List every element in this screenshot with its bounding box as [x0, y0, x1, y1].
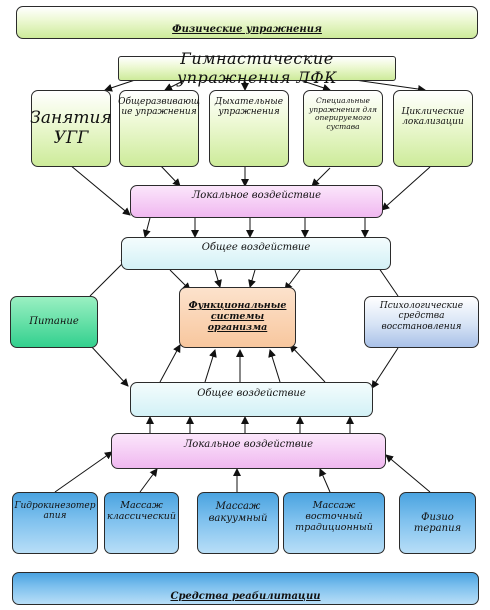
lfk-header: Гимнастические упражнения ЛФК [118, 49, 396, 86]
rehab-box-oriental-massage: Массаж восточный традиционный [283, 492, 385, 554]
local-impact-top: Локальное воздействие [130, 185, 383, 218]
psychological-box: Психологические средства восстановления [364, 296, 479, 348]
bottom-banner-label: Средства реабилитации [170, 590, 321, 602]
rehab-box-classic-massage-label: Массаж классический [107, 500, 176, 522]
local-impact-top-label: Локальное воздействие [191, 190, 322, 201]
functional-systems-label: Функциональные системы организма [188, 300, 287, 333]
local-impact-bottom: Локальное воздействие [111, 433, 386, 469]
nutrition-label: Питание [29, 316, 79, 328]
lfk-header-label: Гимнастические упражнения ЛФК [176, 49, 338, 87]
bottom-banner: Средства реабилитации [12, 572, 479, 605]
rehab-box-hydro-label: Гидрокинезотер апия [14, 501, 96, 522]
rehab-box-physio-label: Физио терапия [413, 511, 462, 535]
exercise-box-breathing: Дыхательные упражнения [209, 90, 289, 167]
exercise-box-cyclic: Циклические локализации [393, 90, 473, 167]
top-banner-label: Физические упражнения [172, 23, 322, 35]
rehab-box-physio: Физио терапия [399, 492, 476, 554]
general-impact-bottom-label: Общее воздействие [197, 388, 306, 399]
general-impact-top-label: Общее воздействие [201, 242, 311, 253]
exercise-box-special-label: Специальные упражнения для оперируемого … [309, 96, 377, 131]
exercise-box-general: Общеразвивающ ие упражнения [118, 90, 200, 167]
exercise-box-general-label: Общеразвивающ ие упражнения [118, 97, 200, 118]
general-impact-top: Общее воздействие [121, 237, 391, 270]
exercise-box-breathing-label: Дыхательные упражнения [214, 97, 284, 118]
exercise-box-ugg: Занятия УГГ [30, 90, 112, 167]
rehab-box-oriental-massage-label: Массаж восточный традиционный [295, 500, 373, 533]
general-impact-bottom: Общее воздействие [130, 382, 373, 417]
local-impact-bottom-label: Локальное воздействие [183, 439, 314, 450]
functional-systems-box: Функциональные системы организма [179, 287, 296, 348]
exercise-box-ugg-label: Занятия УГГ [30, 107, 112, 148]
rehab-box-classic-massage: Массаж классический [104, 492, 179, 554]
exercise-box-cyclic-label: Циклические локализации [401, 107, 465, 128]
top-banner: Физические упражнения [16, 6, 478, 39]
exercise-box-special: Специальные упражнения для оперируемого … [303, 90, 383, 167]
psychological-label: Психологические средства восстановления [379, 301, 464, 332]
rehab-box-hydro: Гидрокинезотер апия [12, 492, 98, 554]
rehab-box-vacuum-massage: Массаж вакуумный [197, 492, 279, 554]
nutrition-box: Питание [10, 296, 98, 348]
rehab-box-vacuum-massage-label: Массаж вакуумный [208, 501, 268, 524]
